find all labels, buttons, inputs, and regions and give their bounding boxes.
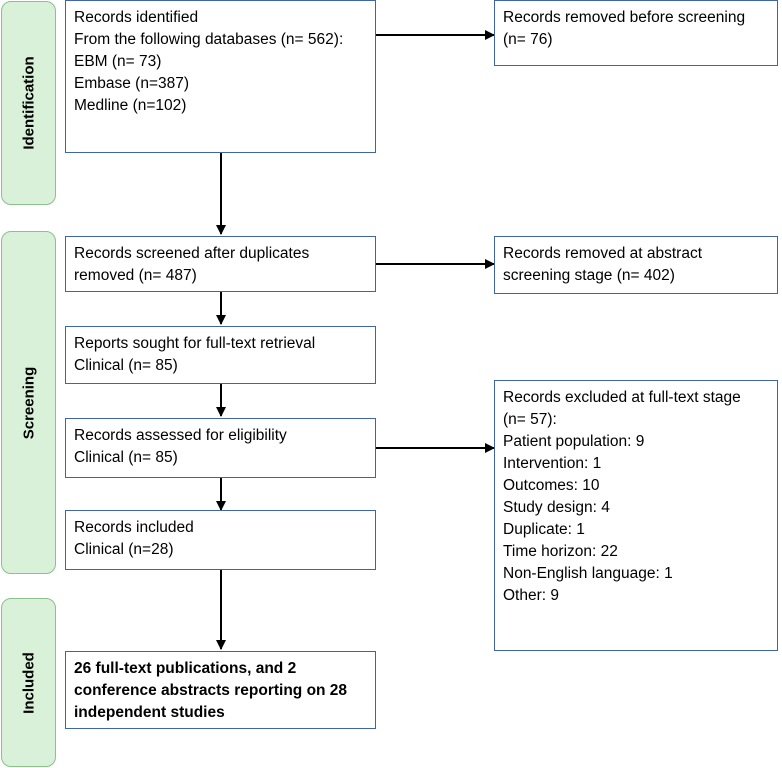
records-removed-abstract-box: Records removed at abstract screening st… — [494, 236, 778, 294]
records-removed-abstract-line-2: screening stage (n= 402) — [503, 267, 675, 284]
records-included-line-2: Clinical (n=28) — [74, 541, 174, 558]
records-assessed-line-2: Clinical (n= 85) — [74, 449, 178, 466]
records-excluded-line-4: Intervention: 1 — [503, 455, 602, 472]
records-identified-line-5: Medline (n=102) — [74, 97, 187, 114]
final-included-line-2: conference abstracts reporting on 28 — [74, 682, 348, 699]
records-excluded-line-10: Other: 9 — [503, 587, 559, 604]
stage-included: Included — [1, 598, 56, 767]
records-excluded-line-1: Records excluded at full-text stage — [503, 389, 741, 406]
records-included-line-1: Records included — [74, 519, 194, 536]
records-identified-line-4: Embase (n=387) — [74, 75, 190, 92]
reports-sought-box: Reports sought for full-text retrieval C… — [65, 326, 376, 384]
stage-identification: Identification — [1, 1, 56, 205]
records-assessed-box: Records assessed for eligibility Clinica… — [65, 418, 376, 478]
records-excluded-line-3: Patient population: 9 — [503, 433, 645, 450]
records-excluded-line-2: (n= 57): — [503, 411, 557, 428]
records-excluded-line-5: Outcomes: 10 — [503, 477, 600, 494]
records-screened-line-1: Records screened after duplicates — [74, 245, 310, 262]
stage-screening: Screening — [1, 231, 56, 574]
records-identified-line-1: Records identified — [74, 9, 199, 26]
final-included-line-3: independent studies — [74, 704, 225, 721]
records-screened-box: Records screened after duplicates remove… — [65, 236, 376, 292]
records-identified-line-3: EBM (n= 73) — [74, 53, 162, 70]
records-excluded-line-9: Non-English language: 1 — [503, 565, 673, 582]
reports-sought-line-1: Reports sought for full-text retrieval — [74, 335, 316, 352]
records-assessed-line-1: Records assessed for eligibility — [74, 427, 287, 444]
records-excluded-line-7: Duplicate: 1 — [503, 521, 585, 538]
records-excluded-box: Records excluded at full-text stage (n= … — [494, 380, 778, 651]
records-excluded-line-8: Time horizon: 22 — [503, 543, 618, 560]
records-screened-line-2: removed (n= 487) — [74, 267, 197, 284]
reports-sought-line-2: Clinical (n= 85) — [74, 357, 178, 374]
records-removed-before-line-1: Records removed before screening — [503, 9, 746, 26]
records-identified-box: Records identified From the following da… — [65, 0, 376, 153]
records-removed-before-box: Records removed before screening (n= 76) — [494, 0, 778, 66]
records-excluded-line-6: Study design: 4 — [503, 499, 610, 516]
records-removed-before-line-2: (n= 76) — [503, 31, 553, 48]
records-removed-abstract-line-1: Records removed at abstract — [503, 245, 703, 262]
final-included-line-1: 26 full-text publications, and 2 — [74, 660, 297, 677]
records-included-box: Records included Clinical (n=28) — [65, 510, 376, 570]
final-included-studies-box: 26 full-text publications, and 2 confere… — [65, 651, 376, 729]
records-identified-line-2: From the following databases (n= 562): — [74, 31, 344, 48]
